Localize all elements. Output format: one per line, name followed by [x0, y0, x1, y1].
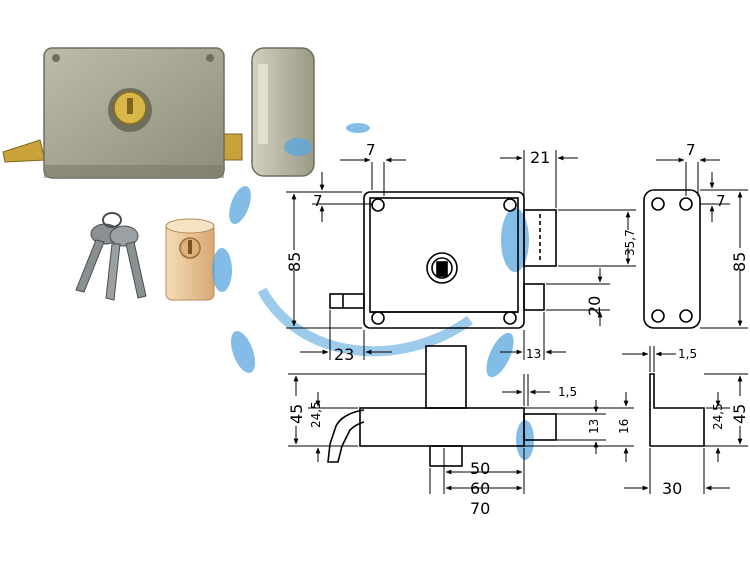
dim-plan-handle: 24,5: [309, 401, 323, 428]
dim-front-bottom-left: 23: [334, 345, 354, 364]
dim-front-height: 85: [285, 252, 304, 272]
dim-plan-w60: 60: [470, 479, 490, 498]
dim-front-bottom-right: 13: [526, 347, 541, 361]
dim-side-top-width: 7: [686, 141, 696, 159]
dim-plan-offset: 1,5: [558, 385, 577, 399]
side-dimensions: [656, 157, 748, 329]
cylinder-insert: [165, 218, 215, 301]
watermark-logo: [212, 123, 534, 460]
dim-side2-width: 30: [662, 479, 682, 498]
lock-photo: [2, 47, 315, 179]
dim-front-bolt-width: 21: [530, 148, 550, 167]
dim-front-left-top: 7: [366, 141, 376, 159]
dim-plan-height: 45: [287, 404, 306, 424]
dim-plan-w70: 70: [470, 499, 490, 518]
dim-side2-height: 45: [730, 404, 749, 424]
side-view: [643, 189, 701, 329]
dim-front-bolt-height: 35,7: [623, 229, 637, 256]
latch-left: [2, 139, 46, 163]
dim-front-top-width: 7: [313, 192, 323, 210]
dim-side-bottom: 1,5: [678, 347, 697, 361]
dim-side-top-left: 7: [716, 192, 726, 210]
dim-front-latch-height: 20: [585, 296, 604, 316]
front-dimensions: [286, 150, 636, 360]
plan-view: [327, 345, 557, 467]
dim-side-height: 85: [730, 252, 749, 272]
dim-side2-inner: 24,5: [711, 403, 725, 430]
dim-plan-bolt: 16: [617, 419, 631, 434]
dim-plan-w50: 50: [470, 459, 490, 478]
plan-dimensions: [288, 373, 634, 494]
side-plan-dimensions: [622, 346, 748, 494]
dim-plan-latch: 13: [587, 419, 601, 434]
side-plan-view: [649, 373, 705, 447]
front-view: [329, 191, 557, 329]
keys-icon: [75, 212, 147, 301]
